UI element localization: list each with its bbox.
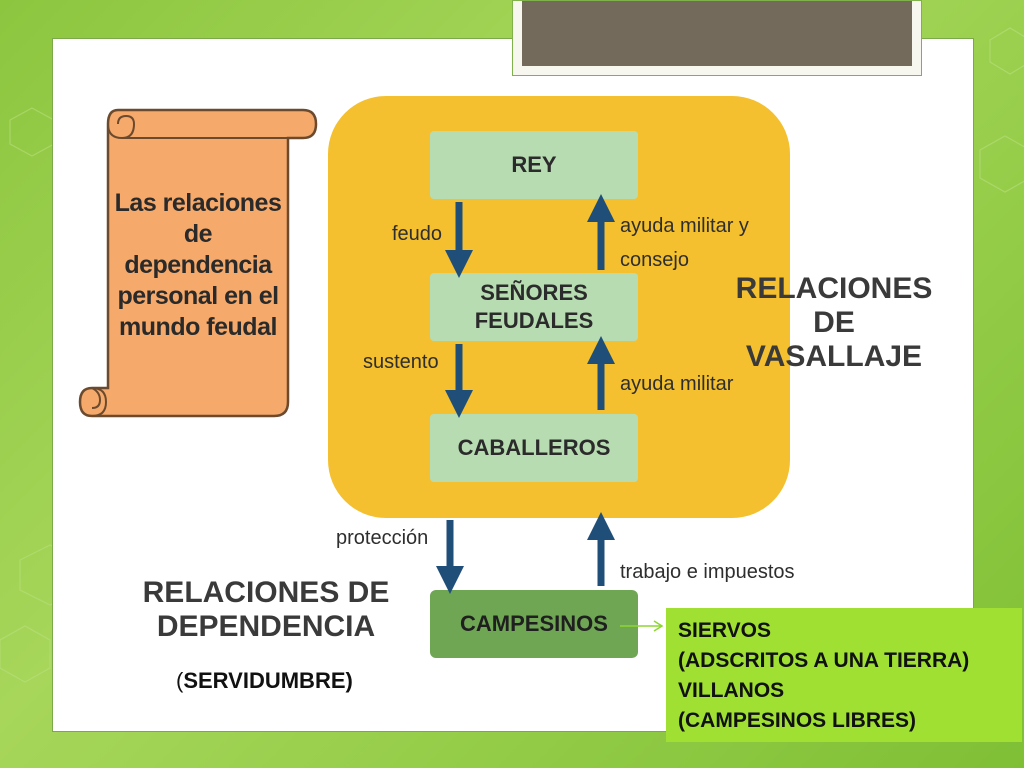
title-placeholder: [512, 0, 922, 76]
campesinos-type-line: VILLANOS: [678, 679, 785, 702]
scroll-line: mundo feudal: [119, 313, 277, 341]
scroll-icon: [78, 108, 318, 418]
node-senores-label-1: SEÑORES: [480, 280, 588, 305]
scroll-line: de: [183, 220, 213, 248]
scroll-line: Las relaciones: [114, 189, 282, 217]
campesinos-type-line: (ADSCRITOS A UNA TIERRA): [678, 649, 970, 672]
connector-arrowhead: [653, 620, 664, 632]
title-placeholder-inner: [522, 1, 912, 66]
scroll-line: dependencia: [124, 251, 272, 279]
scroll-title: Las relaciones de dependencia personal e…: [112, 188, 284, 343]
relaciones-vasallaje-title: RELACIONES DE VASALLAJE: [712, 272, 956, 374]
relaciones-vasallaje-line-2: VASALLAJE: [745, 340, 923, 373]
node-rey: REY: [430, 131, 638, 199]
label-ayuda-militar: ayuda militar: [620, 373, 734, 395]
relaciones-dependencia-line-2: DEPENDENCIA: [156, 610, 376, 643]
servidumbre-text: SERVIDUMBRE): [183, 668, 353, 693]
campesinos-types-box: SIERVOS (ADSCRITOS A UNA TIERRA) VILLANO…: [666, 608, 1022, 742]
node-campesinos-label: CAMPESINOS: [460, 611, 608, 636]
label-trabajo: trabajo e impuestos: [620, 561, 795, 583]
node-senores-label-2: FEUDALES: [474, 308, 594, 333]
node-campesinos: CAMPESINOS: [430, 590, 638, 658]
label-feudo: feudo: [392, 223, 443, 245]
relaciones-dependencia-line-1: RELACIONES DE: [142, 576, 390, 609]
label-proteccion: protección: [336, 527, 429, 549]
campesinos-type-line: SIERVOS: [678, 619, 771, 642]
label-ayuda-militar-consejo-2: consejo: [620, 249, 689, 271]
label-ayuda-militar-consejo-1: ayuda militar y: [620, 215, 749, 237]
relaciones-dependencia-title: RELACIONES DE DEPENDENCIA: [142, 576, 390, 644]
campesinos-type-line: (CAMPESINOS LIBRES): [678, 709, 917, 732]
node-caballeros: CABALLEROS: [430, 414, 638, 482]
node-senores-feudales: SEÑORES FEUDALES: [430, 273, 638, 341]
relaciones-vasallaje-line-1: RELACIONES DE: [735, 272, 933, 339]
node-caballeros-label: CABALLEROS: [457, 435, 611, 460]
scroll-line: personal en el: [117, 282, 279, 310]
servidumbre-label: (SERVIDUMBRE): [176, 668, 353, 694]
servidumbre-paren: (: [176, 668, 184, 693]
node-rey-label: REY: [511, 152, 557, 177]
label-sustento: sustento: [363, 351, 439, 373]
